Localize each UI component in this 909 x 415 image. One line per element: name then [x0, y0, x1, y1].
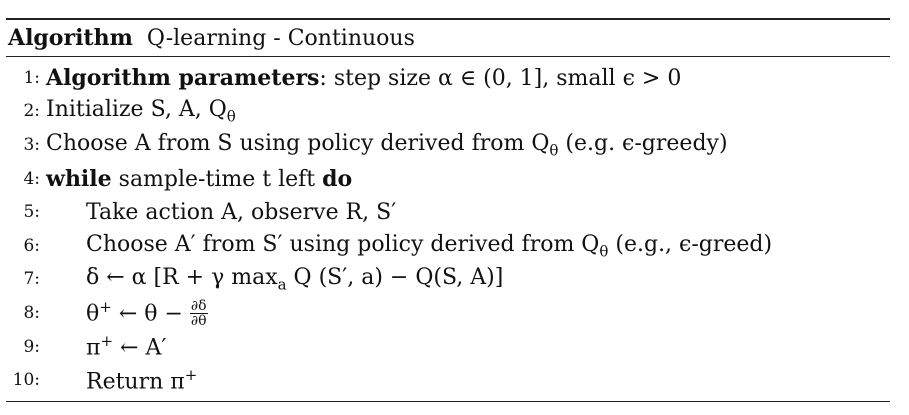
algorithm-block: Algorithm Q-learning - Continuous 1: Algo… [6, 18, 890, 402]
line-number: 3: [23, 134, 40, 155]
algorithm-line: 10: Return π+ [6, 363, 890, 397]
line-text: Return π+ [46, 366, 197, 394]
line-text: θ+ ← θ − ∂δ∂θ [46, 297, 208, 330]
fraction-numerator: ∂δ [189, 298, 208, 315]
line-number: 9: [23, 336, 40, 357]
text-fragment: Q (S′, a) − Q(S, A)] [286, 265, 504, 291]
algorithm-line: 2: Initialize S, A, Qθ [6, 95, 890, 129]
text-fragment: Choose A′ from S′ using policy derived f… [86, 231, 600, 257]
superscript: + [99, 297, 112, 316]
line-number: 4: [23, 168, 40, 189]
line-number: 1: [23, 67, 40, 88]
caption-rule [6, 56, 890, 57]
algorithm-lines: 1: Algorithm parameters: step size α ∈ (0… [6, 57, 890, 401]
text-fragment: Choose A from S using policy derived fro… [46, 130, 550, 156]
text-fragment: Return π [86, 369, 185, 395]
superscript: + [100, 332, 114, 351]
line-text: Choose A′ from S′ using policy derived f… [46, 232, 772, 260]
line-text: while sample-time t left do [46, 166, 352, 192]
text-fragment: ← θ − [111, 300, 190, 326]
algorithm-line: 3: Choose A from S using policy derived f… [6, 128, 890, 162]
algorithm-line: 8: θ+ ← θ − ∂δ∂θ [6, 296, 890, 330]
text-fragment: Take action A, observe R, S′ [86, 199, 397, 225]
algorithm-line: 5: Take action A, observe R, S′ [6, 195, 890, 229]
text-fragment: ← A′ [113, 335, 167, 361]
text-fragment: θ [86, 300, 100, 326]
line-text: Algorithm parameters: step size α ∈ (0, … [46, 65, 681, 91]
subscript: a [277, 275, 287, 294]
text-fragment: Initialize S, A, Q [46, 97, 227, 123]
text-fragment: π [86, 335, 101, 361]
fraction: ∂δ∂θ [189, 298, 208, 330]
text-fragment: (e.g. ϵ-greedy) [558, 130, 728, 156]
algorithm-line: 6: Choose A′ from S′ using policy derived… [6, 229, 890, 263]
line-text: Take action A, observe R, S′ [46, 200, 396, 225]
line-text: δ ← α [R + γ maxa Q (S′, a) − Q(S, A)] [46, 265, 503, 293]
top-rule [6, 18, 890, 20]
subscript: θ [549, 141, 559, 160]
keyword: Algorithm parameters [46, 64, 320, 91]
line-text: Initialize S, A, Qθ [46, 97, 236, 125]
line-number: 5: [23, 202, 40, 223]
algorithm-line: 1: Algorithm parameters: step size α ∈ (0… [6, 61, 890, 95]
text-fragment: δ ← α [R + γ max [86, 265, 278, 291]
algorithm-caption: Algorithm Q-learning - Continuous [6, 20, 890, 56]
algorithm-line: 7: δ ← α [R + γ maxa Q (S′, a) − Q(S, A)] [6, 263, 890, 297]
line-number: 6: [23, 235, 40, 256]
algorithm-line: 4: while sample-time t left do [6, 162, 890, 196]
caption-title: Q-learning - Continuous [146, 25, 415, 51]
algorithm-line: 9: π+ ← A′ [6, 330, 890, 364]
line-number: 7: [23, 269, 40, 290]
line-text: π+ ← A′ [46, 332, 166, 360]
text-fragment: sample-time t left [111, 166, 323, 192]
keyword: do [322, 165, 353, 192]
fraction-denominator: ∂θ [190, 313, 207, 330]
subscript: θ [226, 107, 236, 126]
caption-label: Algorithm [8, 25, 133, 51]
line-number: 10: [12, 370, 40, 391]
keyword: while [46, 165, 112, 192]
subscript: θ [599, 241, 609, 260]
line-number: 2: [23, 101, 40, 122]
line-text: Choose A from S using policy derived fro… [46, 131, 728, 159]
text-fragment: : step size α ∈ (0, 1], small ϵ > 0 [319, 65, 682, 91]
superscript: + [184, 365, 198, 384]
text-fragment: (e.g., ϵ-greed) [608, 231, 773, 257]
line-number: 8: [23, 302, 40, 323]
bottom-rule [6, 400, 890, 402]
